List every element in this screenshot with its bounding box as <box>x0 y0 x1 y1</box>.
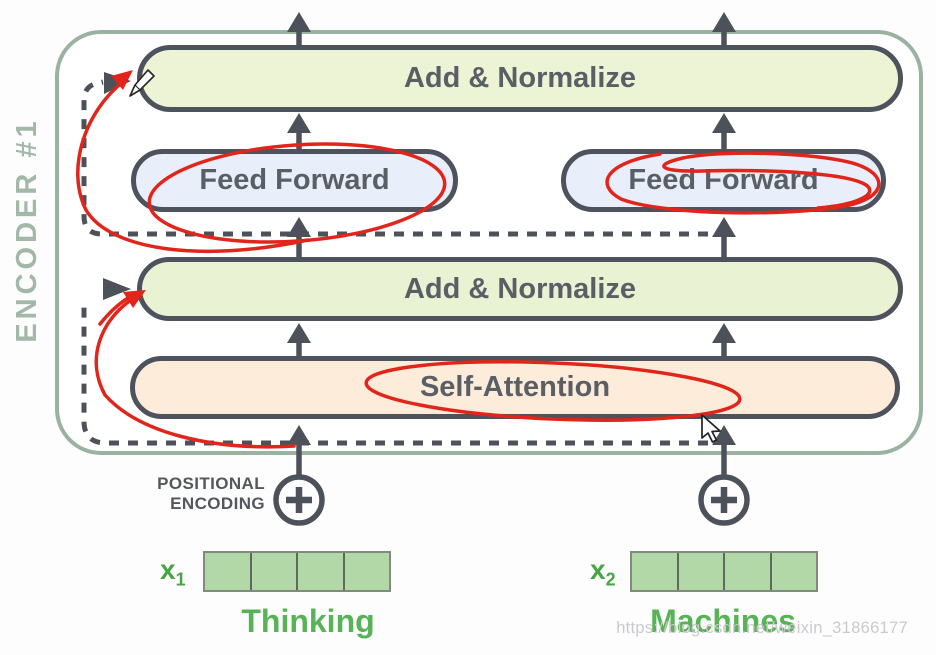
encoder-title: ENCODER #1 <box>11 117 43 343</box>
embedding-cell <box>344 553 389 590</box>
embedding-vector-x1 <box>203 551 391 592</box>
embedding-cell <box>251 553 298 590</box>
plus-circle-icon-left <box>273 474 325 526</box>
add-normalize-top-box: Add & Normalize <box>137 45 903 112</box>
embedding-cell <box>632 553 679 590</box>
add-normalize-middle-box: Add & Normalize <box>137 257 903 321</box>
embedding-cell <box>205 553 252 590</box>
add-normalize-top-label: Add & Normalize <box>403 62 637 94</box>
embedding-cell <box>678 553 725 590</box>
plus-circle-icon-right <box>698 474 750 526</box>
input-word-thinking: Thinking <box>241 603 375 639</box>
embedding-vector-x2 <box>630 551 818 592</box>
feed-forward-left-box: Feed Forward <box>131 149 458 212</box>
positional-encoding-line1: POSITIONAL <box>157 474 265 493</box>
watermark-url: https://blog.csdn.net/weixin_31866177 <box>616 619 908 637</box>
positional-encoding-line2: ENCODING <box>170 494 265 513</box>
input-word-machines: Machines <box>650 603 796 639</box>
embedding-cell <box>725 553 772 590</box>
positional-encoding-caption: POSITIONAL ENCODING <box>100 474 265 514</box>
embedding-cell <box>298 553 345 590</box>
embedding-x1-label: x1 <box>160 554 186 590</box>
self-attention-box: Self-Attention <box>130 356 900 419</box>
add-normalize-middle-label: Add & Normalize <box>403 272 637 305</box>
self-attention-label: Self-Attention <box>419 371 611 403</box>
feed-forward-right-box: Feed Forward <box>561 149 886 212</box>
embedding-x2-label: x2 <box>590 554 616 590</box>
embedding-cell <box>771 553 816 590</box>
feed-forward-left-label: Feed Forward <box>199 164 390 196</box>
feed-forward-right-label: Feed Forward <box>628 164 819 196</box>
